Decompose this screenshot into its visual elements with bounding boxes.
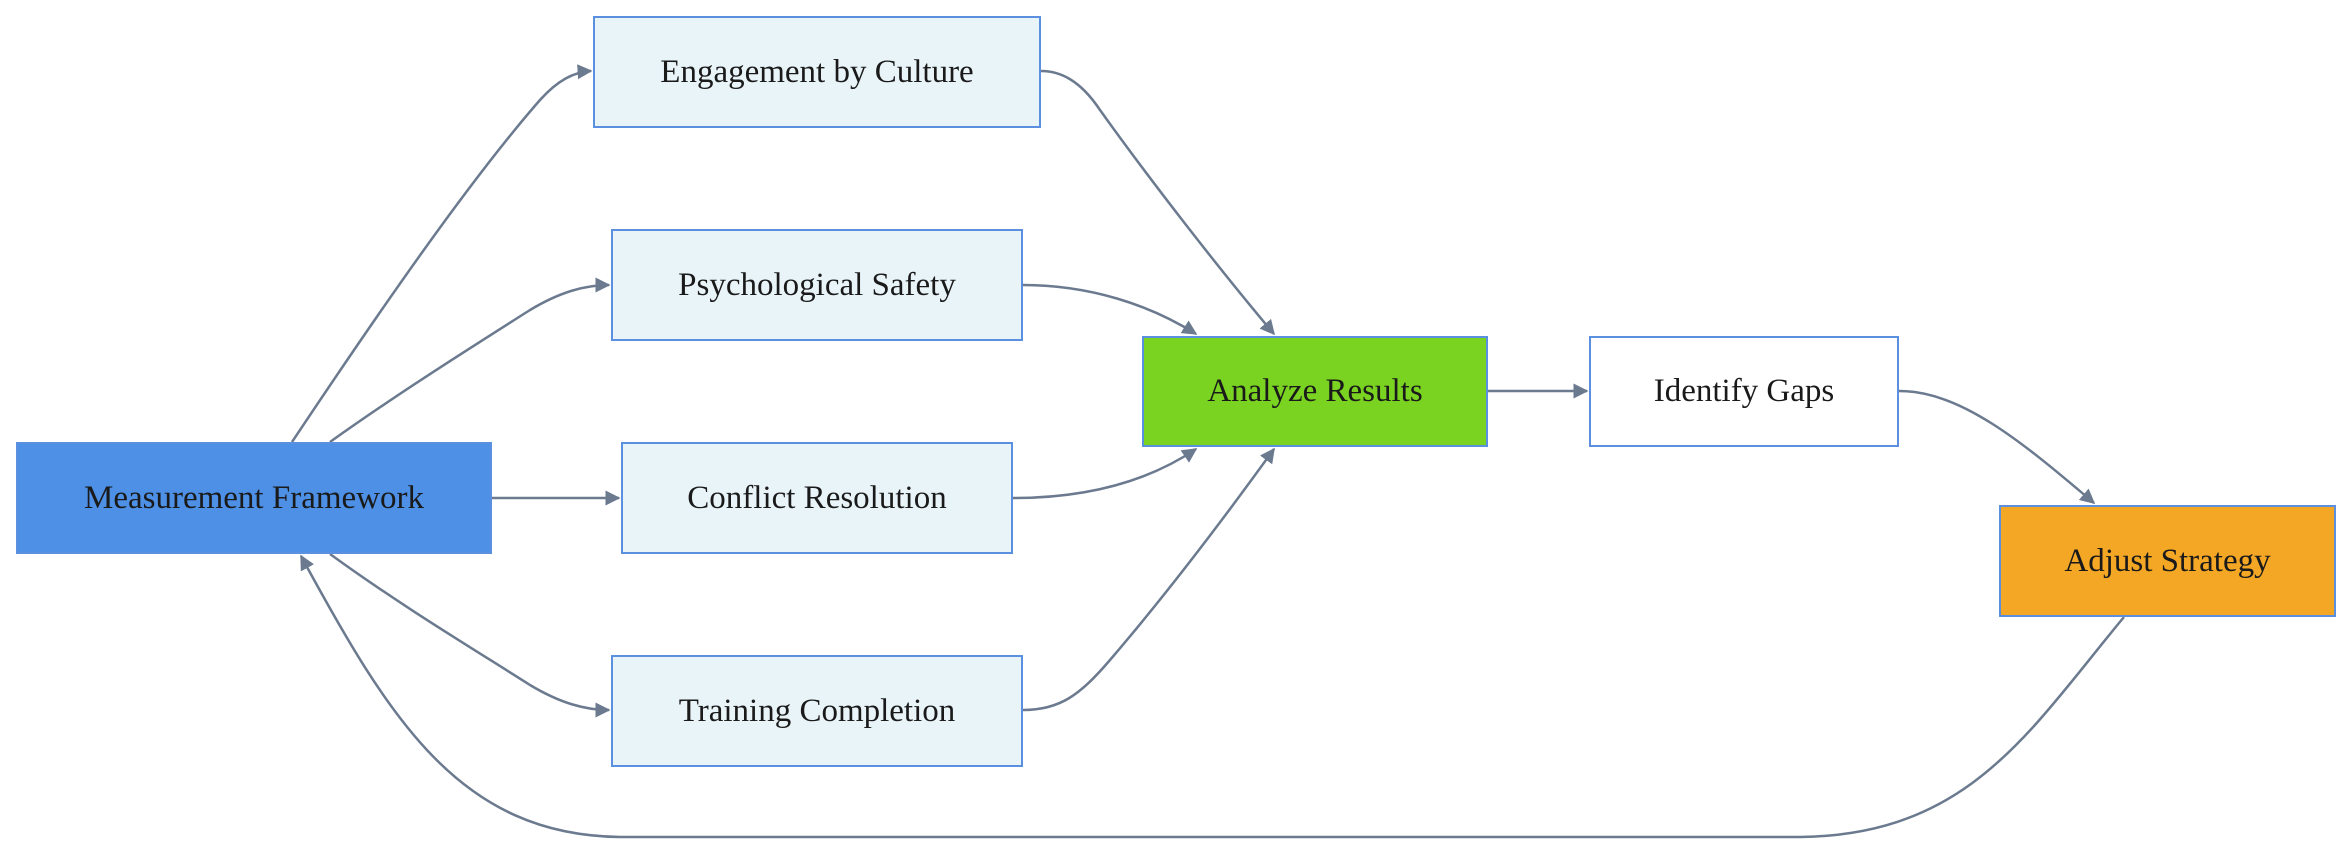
edge-engagement-analyze [1040,69,1275,336]
node-label: Psychological Safety [678,266,956,303]
node-measurement-framework[interactable]: Measurement Framework [16,442,492,554]
node-engagement-by-culture[interactable]: Engagement by Culture [593,16,1041,128]
node-label: Adjust Strategy [2064,542,2271,579]
node-label: Measurement Framework [84,479,424,516]
node-analyze-results[interactable]: Analyze Results [1142,336,1488,447]
node-label: Engagement by Culture [660,53,974,90]
edge-conflict-analyze [1012,447,1198,500]
edge-framework-training [329,552,611,718]
edge-psych-analyze [1022,283,1198,336]
node-label: Training Completion [678,692,956,729]
node-label: Identify Gaps [1653,373,1835,409]
node-label: Analyze Results [1207,373,1423,409]
node-training-completion[interactable]: Training Completion [611,655,1023,767]
node-conflict-resolution[interactable]: Conflict Resolution [621,442,1013,554]
node-psychological-safety[interactable]: Psychological Safety [611,229,1023,341]
node-adjust-strategy[interactable]: Adjust Strategy [1999,505,2336,617]
edge-adjust-framework [299,554,2125,839]
edge-framework-psych [329,277,611,444]
edge-framework-engagement [290,64,593,443]
edge-training-analyze [1022,447,1276,712]
edge-gaps-adjust [1898,389,2096,504]
node-identify-gaps[interactable]: Identify Gaps [1589,336,1899,447]
node-label: Conflict Resolution [687,479,947,516]
